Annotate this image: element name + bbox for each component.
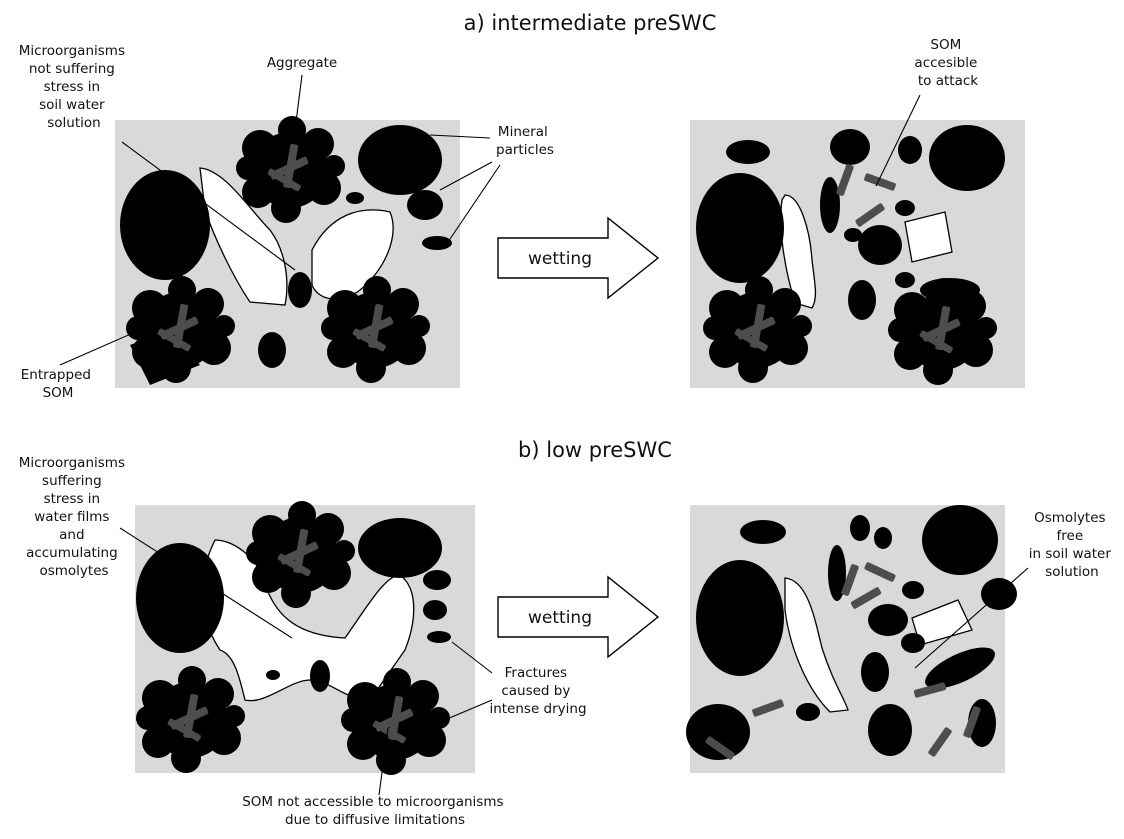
label-a-microorganisms: Microorganisms not suffering stress in s… (19, 43, 130, 131)
label-b-microorganisms: Microorganisms suffering stress in water… (19, 455, 130, 579)
panel-b-after-soil (686, 505, 1017, 773)
panel-a-before-soil (115, 116, 460, 388)
label-a-som-accessible: SOM accesible to attack (914, 37, 981, 89)
label-b-som-not-accessible: SOM not accessible to microorganisms due… (242, 794, 508, 828)
panel-a-arrow-label: wetting (528, 249, 592, 269)
panel-a-after-soil (690, 120, 1025, 388)
label-b-osmolytes: Osmolytes free in soil water solution (1029, 510, 1115, 580)
panel-b-before-soil (135, 501, 475, 775)
panel-b-title: b) low preSWC (518, 438, 672, 462)
label-b-fractures: Fractures caused by intense drying (489, 665, 586, 717)
label-a-aggregate: Aggregate (267, 55, 337, 71)
label-a-mineral: Mineral particles (496, 124, 554, 158)
panel-a-title: a) intermediate preSWC (464, 11, 717, 35)
panel-b-arrow-label: wetting (528, 608, 592, 628)
label-a-entrapped: Entrapped SOM (21, 367, 96, 401)
